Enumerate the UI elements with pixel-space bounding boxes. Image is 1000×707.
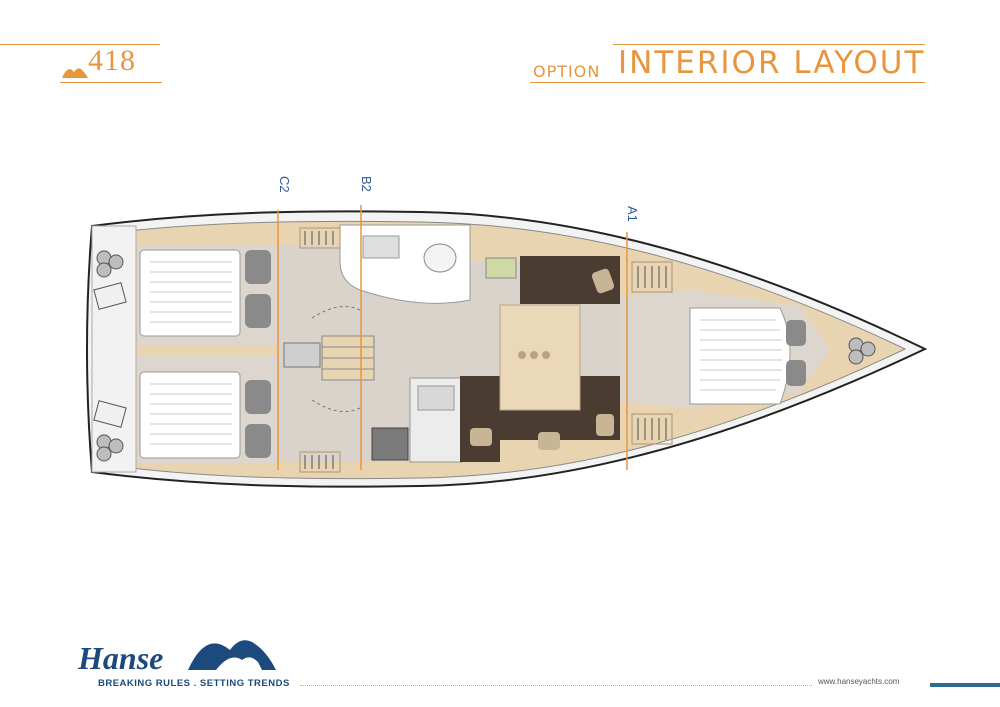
header-rule-under-option	[530, 82, 613, 83]
aft-pillows	[245, 250, 271, 458]
website-url[interactable]: www.hanseyachts.com	[818, 677, 900, 686]
hanse-wave-logo-small	[60, 60, 90, 85]
header-title-rule-top	[613, 44, 925, 45]
model-number: 418	[88, 44, 136, 77]
head-sink	[362, 235, 400, 259]
galley-sink	[417, 385, 455, 411]
section-label-b2: B2	[359, 176, 374, 192]
header-top-rule-left	[0, 44, 160, 45]
footer-dotted-rule	[300, 685, 812, 686]
chart-table-instruments	[283, 342, 321, 368]
head-toilet	[423, 243, 457, 273]
footer-accent-bar	[930, 683, 1000, 687]
option-label: OPTION	[533, 62, 601, 81]
lockers	[299, 227, 673, 473]
sofa-cushions	[470, 268, 615, 450]
section-label-c2: C2	[277, 176, 292, 193]
aft-berth-port	[139, 249, 241, 337]
section-label-a1: A1	[625, 206, 640, 222]
galley-stove	[371, 427, 409, 461]
companionway-stairs	[321, 335, 375, 381]
map-print	[485, 257, 517, 279]
saloon-table	[499, 304, 581, 411]
saloon-sofa-port	[520, 256, 620, 304]
stern-gear	[93, 250, 127, 462]
header-rule-under-model	[60, 82, 162, 83]
bow-gear	[848, 337, 876, 365]
hanse-wave-logo	[186, 626, 278, 677]
berth-stripes	[150, 261, 232, 445]
brand-name: Hanse	[78, 640, 164, 676]
aft-berth-starboard	[139, 371, 241, 459]
brand-tagline: BREAKING RULES . SETTING TRENDS	[98, 678, 290, 689]
page-title: INTERIOR LAYOUT	[618, 45, 926, 81]
header-title-rule-bottom	[613, 82, 925, 83]
